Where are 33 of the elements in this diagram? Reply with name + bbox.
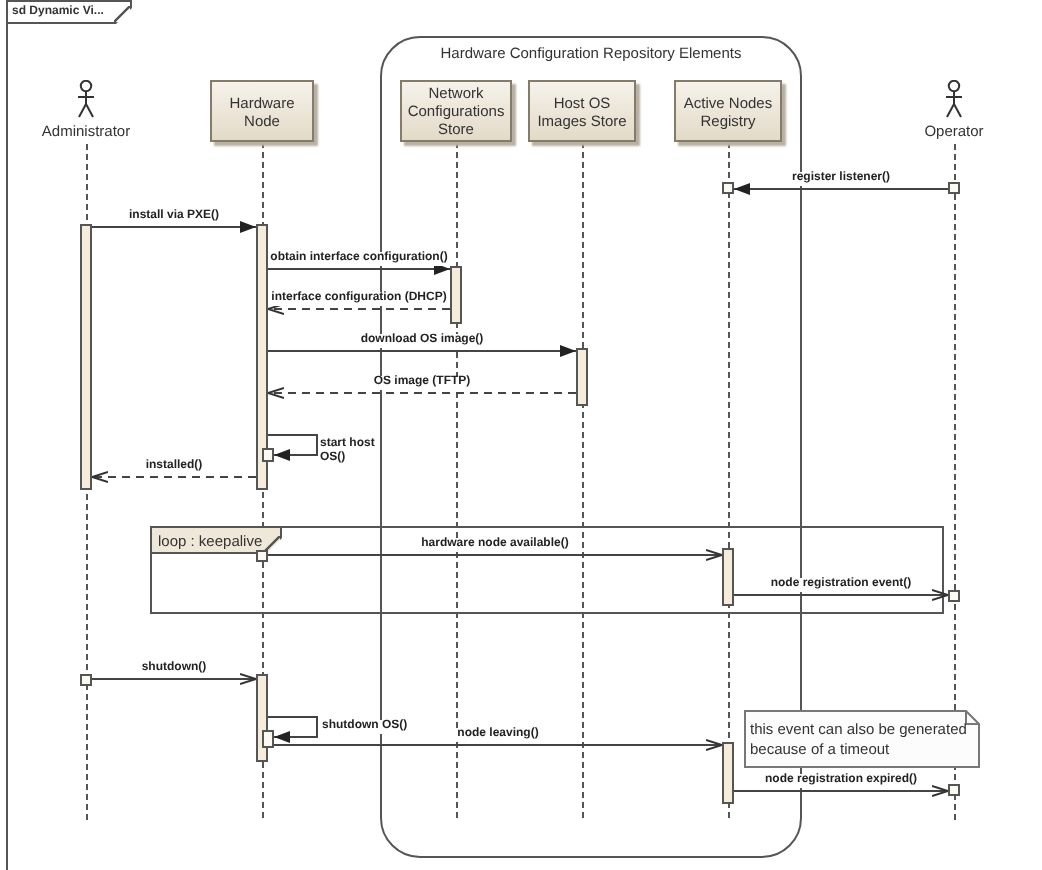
note	[744, 710, 980, 768]
participant-box	[210, 80, 314, 142]
message-arrow	[267, 716, 318, 743]
return-arrow	[267, 303, 451, 315]
activation-bar	[450, 266, 462, 324]
message-arrow	[267, 434, 318, 461]
execution-marker	[948, 784, 960, 796]
return-arrow	[91, 471, 257, 483]
message-arrow	[733, 785, 949, 797]
message-arrow	[91, 221, 257, 233]
message-arrow	[733, 589, 949, 601]
participant-box	[674, 80, 782, 142]
message-arrow	[273, 739, 723, 751]
activation-bar	[722, 548, 734, 606]
return-arrow	[267, 387, 577, 399]
execution-marker	[262, 448, 274, 462]
execution-marker	[262, 730, 274, 748]
activation-bar	[722, 742, 734, 804]
execution-marker	[722, 182, 734, 194]
execution-marker	[80, 674, 92, 686]
activation-bar	[80, 224, 92, 490]
message-arrow	[267, 263, 451, 275]
activation-bar	[576, 348, 588, 406]
activation-bar	[256, 674, 268, 762]
activation-bar	[256, 224, 268, 490]
message-arrow	[91, 673, 257, 685]
execution-marker	[256, 550, 268, 562]
message-arrow	[733, 183, 949, 195]
execution-marker	[948, 590, 960, 602]
message-arrow	[267, 345, 577, 357]
participant-box	[528, 80, 636, 142]
message-arrow	[267, 549, 723, 561]
execution-marker	[948, 182, 960, 194]
